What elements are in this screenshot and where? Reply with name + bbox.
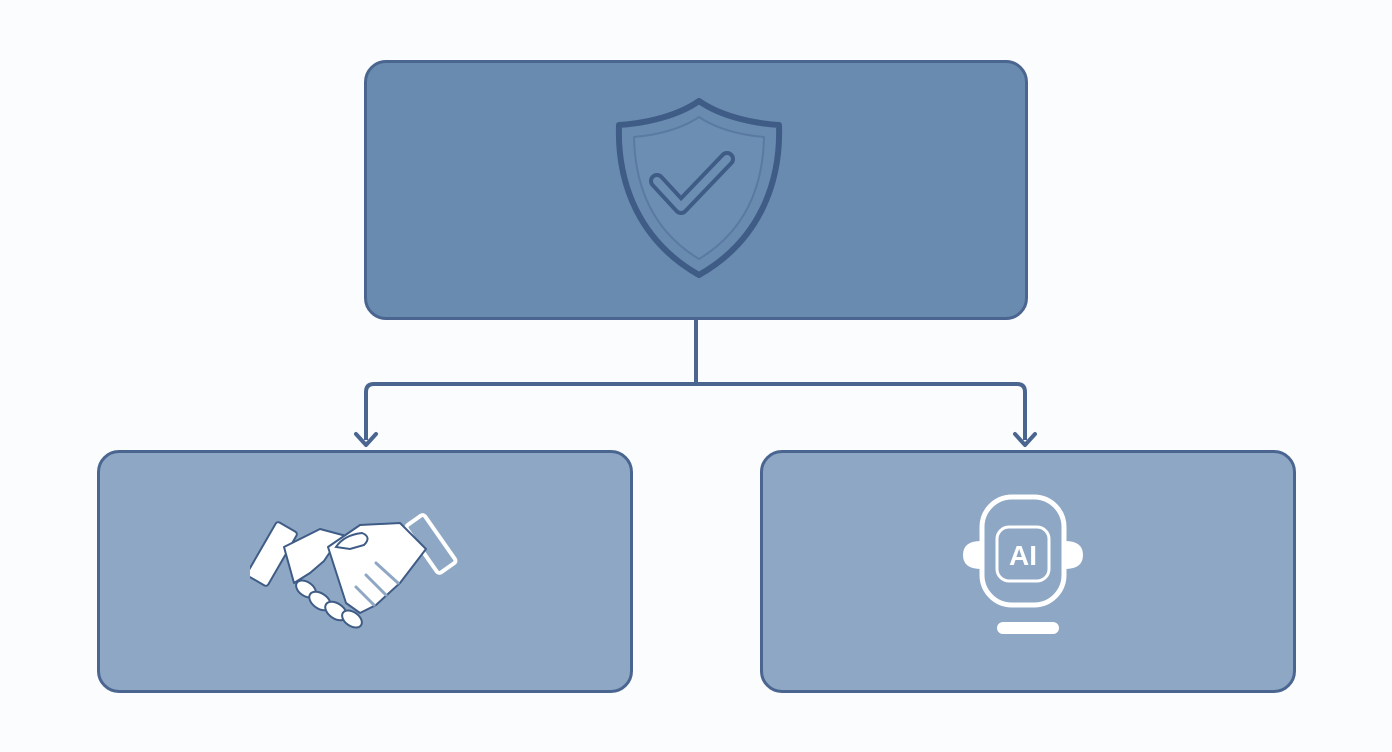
arrowhead-left xyxy=(354,432,378,447)
node-top-security xyxy=(364,60,1028,320)
node-right-ai: AI xyxy=(760,450,1296,693)
ai-icon-label: AI xyxy=(1009,540,1037,571)
connector-branch-left xyxy=(364,382,696,440)
arrowhead-right xyxy=(1013,432,1037,447)
connector-branch-right xyxy=(696,382,1027,440)
handshake-icon xyxy=(250,513,458,629)
shield-check-icon xyxy=(615,98,783,278)
node-left-partnership xyxy=(97,450,633,693)
ai-headset-icon: AI xyxy=(963,494,1083,634)
